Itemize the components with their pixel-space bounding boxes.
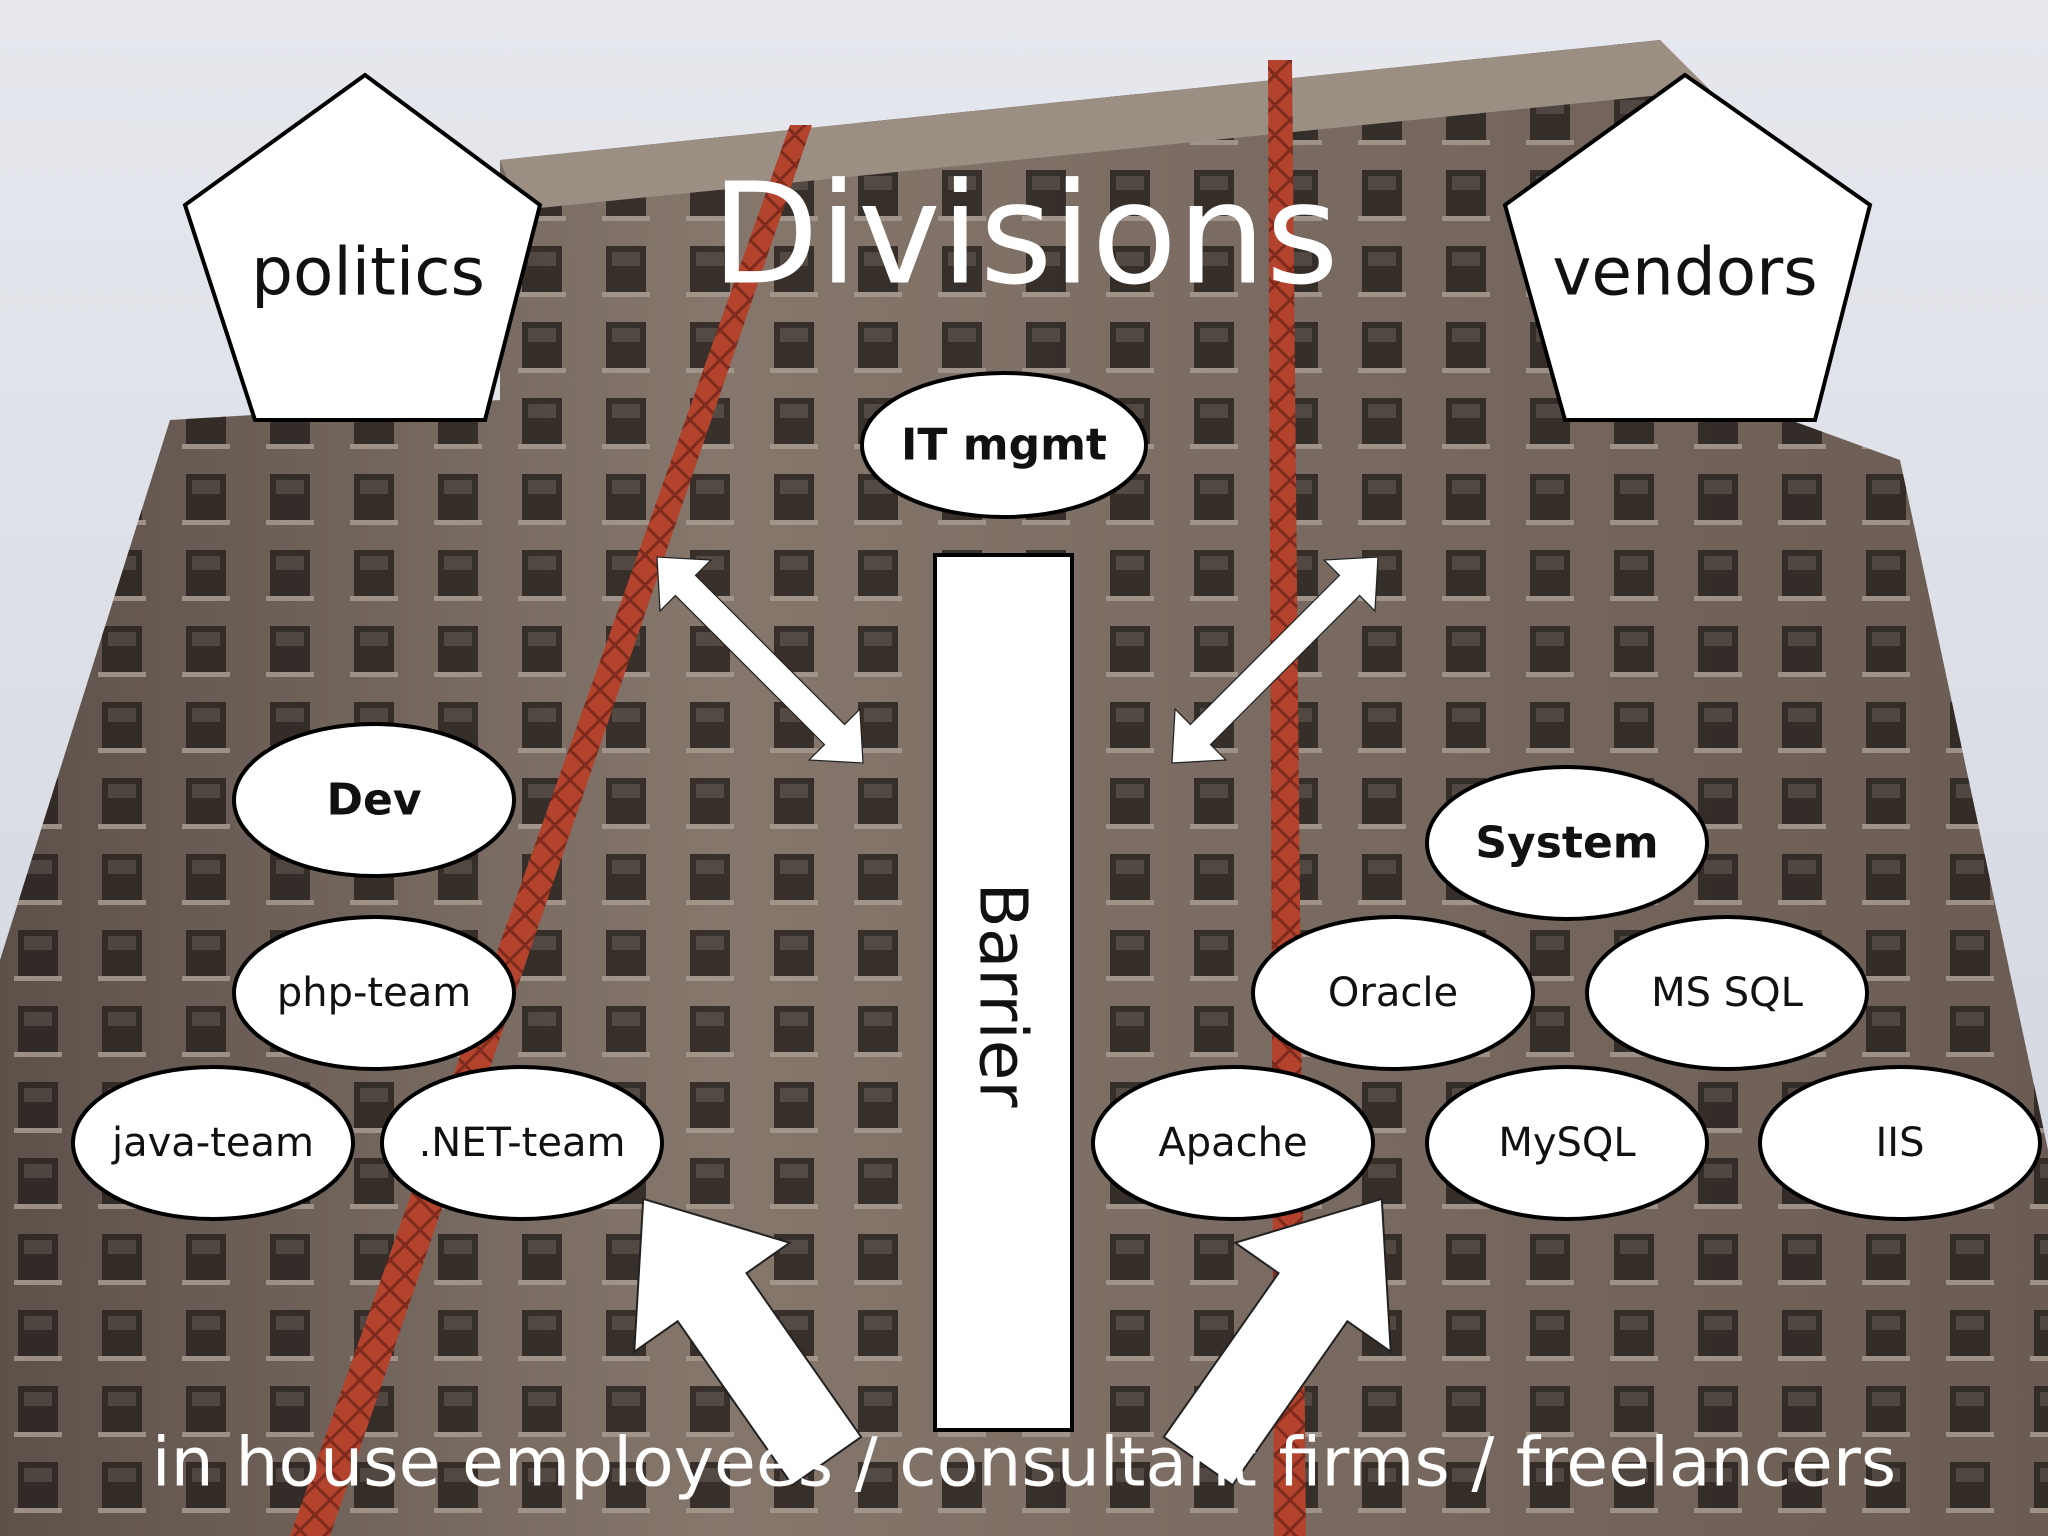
system-it-double-arrow <box>1171 556 1379 764</box>
it-mgmt-label: IT mgmt <box>901 420 1107 471</box>
system-label: System <box>1475 818 1658 869</box>
php-team-node <box>232 915 516 1071</box>
dev-it-double-arrow <box>656 556 864 764</box>
mysql-node <box>1425 1065 1709 1221</box>
oracle-label: Oracle <box>1328 970 1458 1016</box>
politics-pentagon <box>182 72 543 422</box>
left-upward-arrow <box>633 1197 863 1487</box>
dev-node <box>232 722 516 878</box>
java-team-node <box>71 1065 355 1221</box>
barrier-bar <box>933 553 1074 1432</box>
mysql-label: MySQL <box>1498 1120 1636 1166</box>
oracle-node <box>1251 915 1535 1071</box>
php-team-label: php-team <box>277 970 471 1016</box>
vendors-pentagon <box>1502 72 1873 422</box>
iis-label: IIS <box>1876 1120 1925 1166</box>
dev-label: Dev <box>326 775 421 826</box>
apache-label: Apache <box>1158 1120 1307 1166</box>
dotnet-team-label: .NET-team <box>419 1120 626 1166</box>
java-team-label: java-team <box>111 1120 314 1166</box>
ms-sql-node <box>1585 915 1869 1071</box>
right-upward-arrow <box>1162 1197 1392 1487</box>
dotnet-team-node <box>380 1065 664 1221</box>
it-mgmt-node <box>860 371 1148 519</box>
apache-node <box>1091 1065 1375 1221</box>
politics-label: politics <box>251 234 485 311</box>
iis-node <box>1758 1065 2042 1221</box>
system-node <box>1425 765 1709 921</box>
vendors-label: vendors <box>1552 234 1817 311</box>
barrier-label: Barrier <box>965 883 1042 1109</box>
slide-title: Divisions <box>711 154 1339 317</box>
ms-sql-label: MS SQL <box>1651 970 1803 1016</box>
workforce-sources-caption: in house employees / consultant firms / … <box>152 1424 1896 1503</box>
